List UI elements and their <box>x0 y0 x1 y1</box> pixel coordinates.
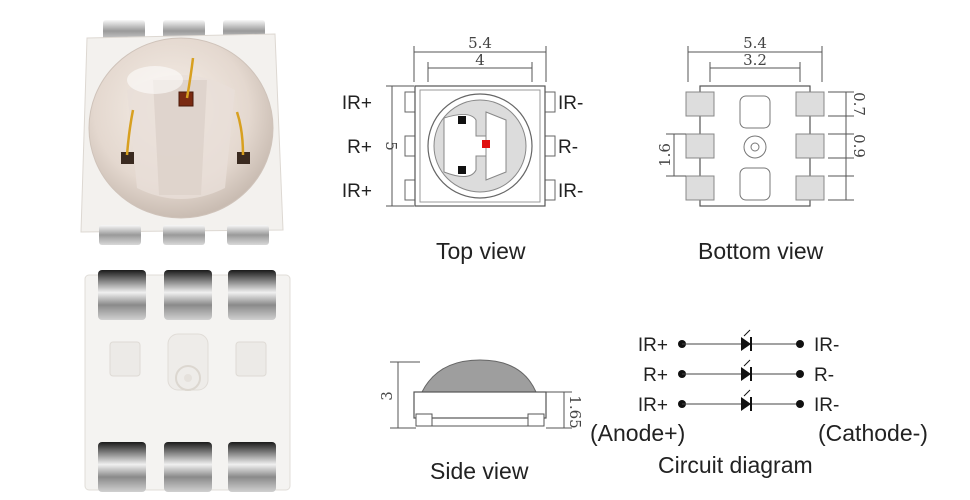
bottom-view-diagram: 5.4 3.2 0.7 0.9 1.6 <box>640 20 870 220</box>
bottom-inner-width-dim: 3.2 <box>743 51 767 69</box>
circuit-cathode-3: IR- <box>814 395 839 416</box>
anode-label: (Anode+) <box>590 420 686 446</box>
bottom-pitch-dim: 1.6 <box>656 143 674 167</box>
circuit-diagram: IR+ IR- R+ R- IR+ IR- <box>620 325 860 420</box>
bottom-width-dim: 5.4 <box>743 34 767 52</box>
led-photo-top <box>75 20 295 250</box>
top-left-pin-3: IR+ <box>342 181 372 202</box>
red-die <box>482 140 490 148</box>
top-view-caption: Top view <box>436 238 526 264</box>
circuit-anode-2: R+ <box>643 365 668 386</box>
top-left-pin-2: R+ <box>347 137 372 158</box>
cathode-label: (Cathode-) <box>818 420 928 446</box>
side-body-height-dim: 1.65 <box>566 395 584 428</box>
bottom-pad-gap-dim: 0.9 <box>850 134 868 158</box>
circuit-anode-1: IR+ <box>638 335 668 356</box>
circuit-anode-3: IR+ <box>638 395 668 416</box>
side-view-diagram: 3 1.65 <box>360 350 590 440</box>
side-height-dim: 3 <box>378 391 396 401</box>
top-width-dim: 5.4 <box>468 34 492 52</box>
circuit-cathode-2: R- <box>814 365 834 386</box>
side-view-caption: Side view <box>430 458 529 484</box>
top-right-pin-1: IR- <box>558 93 583 114</box>
circuit-cathode-1: IR- <box>814 335 839 356</box>
top-right-pin-3: IR- <box>558 181 583 202</box>
top-inner-width-dim: 4 <box>475 51 485 69</box>
top-left-pin-1: IR+ <box>342 93 372 114</box>
top-height-dim: 5 <box>382 141 400 151</box>
led-photo-bottom <box>80 270 295 495</box>
top-view-diagram: 5.4 4 5 IR+ R+ IR+ IR- R- IR- <box>320 20 620 220</box>
top-right-pin-2: R- <box>558 137 578 158</box>
circuit-caption: Circuit diagram <box>658 452 813 478</box>
bottom-view-caption: Bottom view <box>698 238 824 264</box>
bottom-pad-height-dim: 0.7 <box>850 92 868 116</box>
